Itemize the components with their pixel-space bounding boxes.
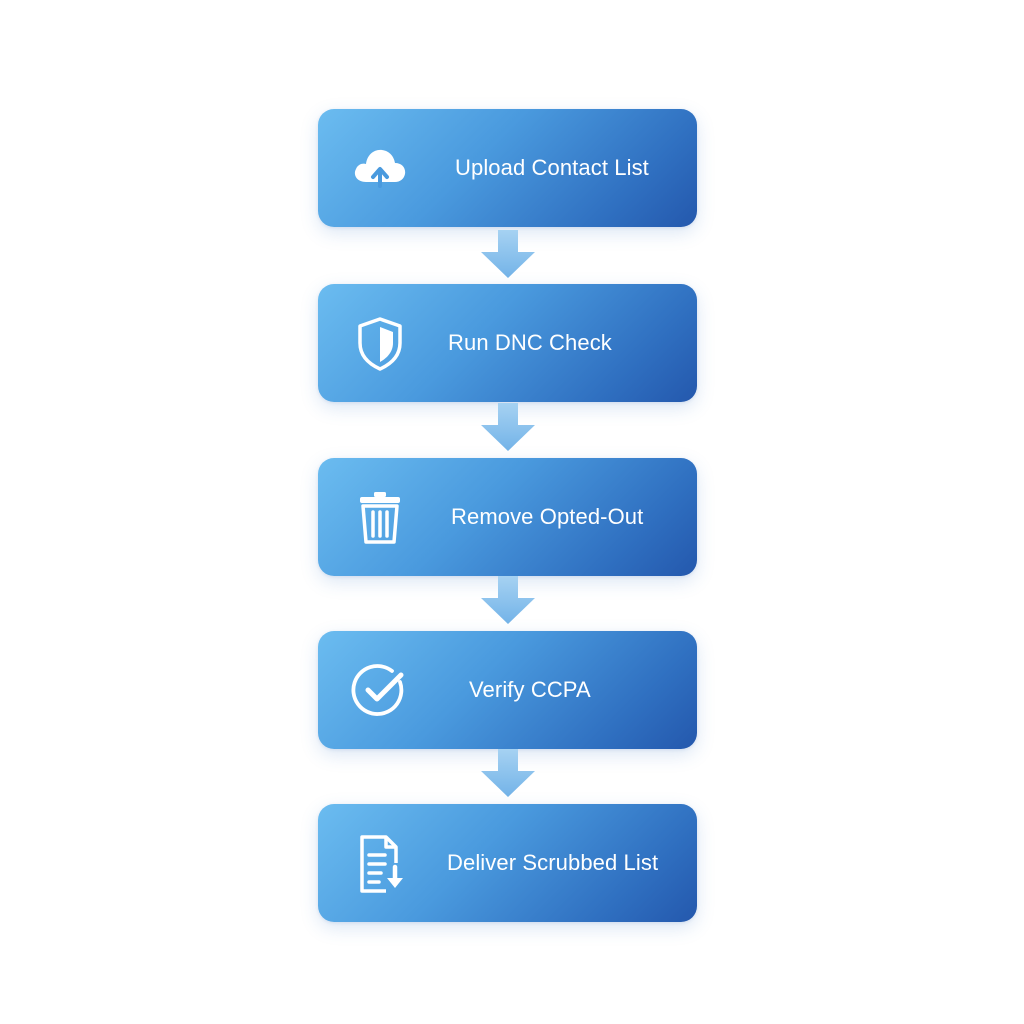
step-upload-contact-list: Upload Contact List [318,109,697,227]
arrow-down-icon [481,576,535,624]
shield-icon [348,311,412,375]
step-run-dnc-check: Run DNC Check [318,284,697,402]
step-remove-opted-out: Remove Opted-Out [318,458,697,576]
arrow-down-icon [481,230,535,278]
document-download-icon [348,831,412,895]
step-label: Upload Contact List [455,155,649,180]
step-label: Verify CCPA [469,677,591,702]
arrow-down-icon [481,403,535,451]
check-circle-icon [348,658,412,722]
step-label: Remove Opted-Out [451,504,644,529]
cloud-upload-icon [348,136,412,200]
step-deliver-scrubbed-list: Deliver Scrubbed List [318,804,697,922]
step-label: Run DNC Check [448,330,612,355]
step-verify-ccpa: Verify CCPA [318,631,697,749]
trash-icon [348,485,412,549]
arrow-down-icon [481,749,535,797]
step-label: Deliver Scrubbed List [447,850,659,875]
